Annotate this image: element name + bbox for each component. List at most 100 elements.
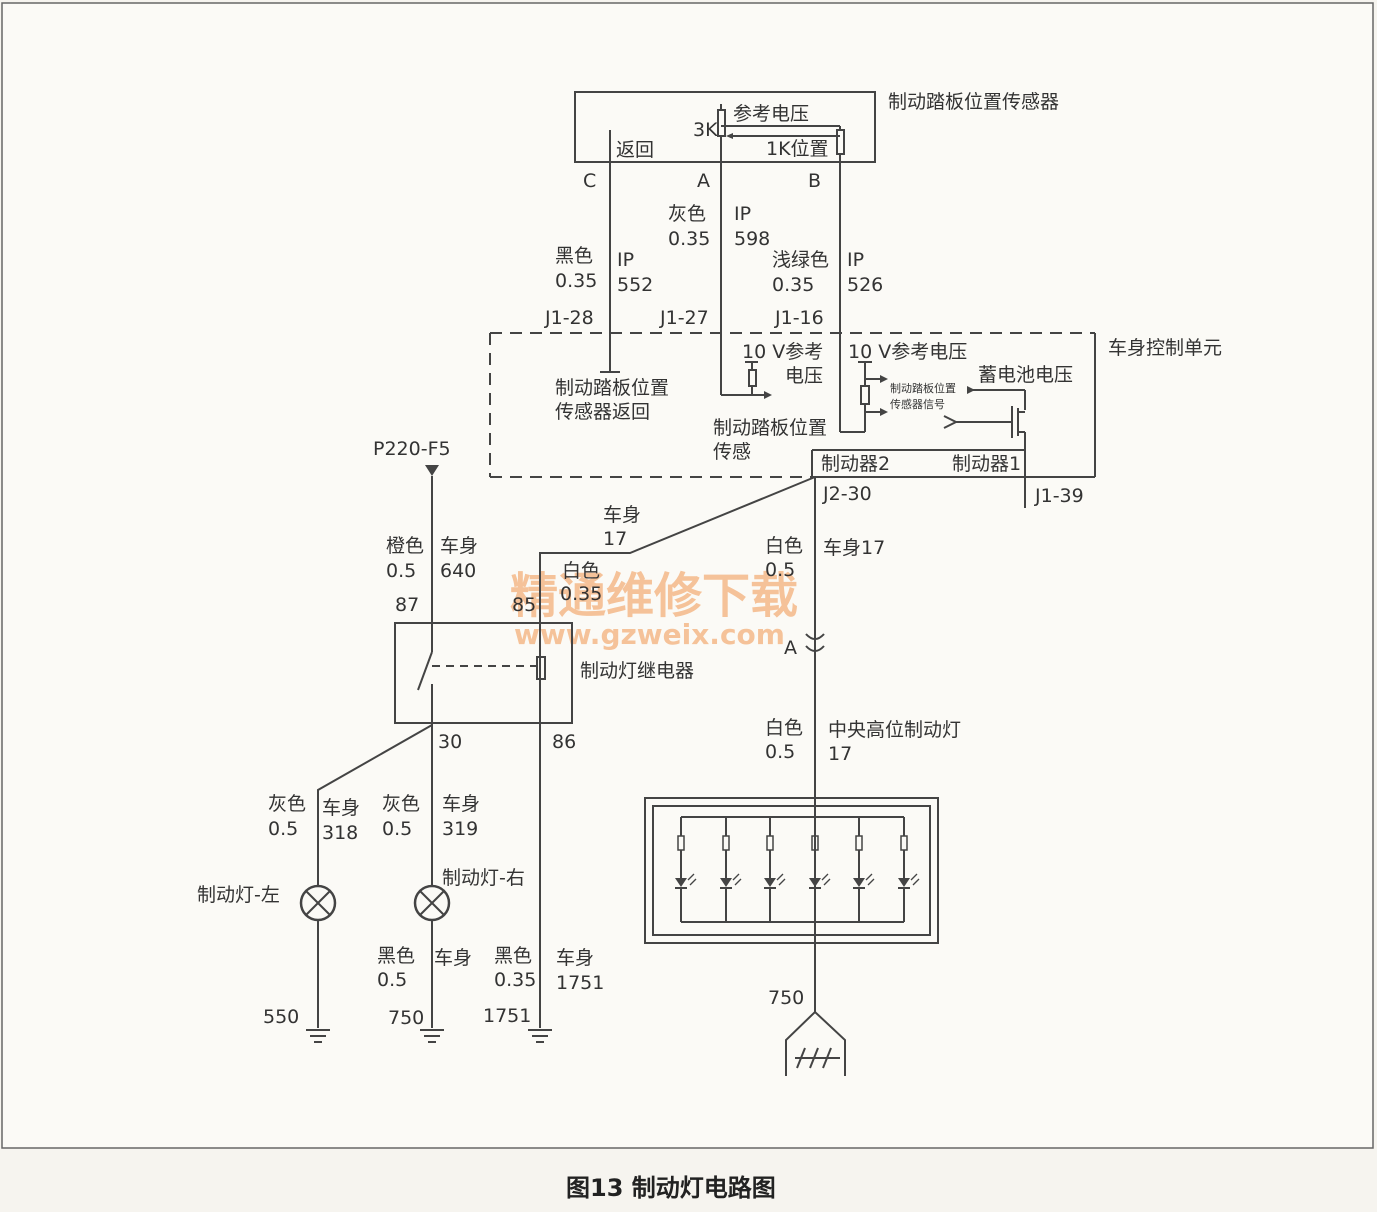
led-icon: [675, 817, 697, 922]
sensor-ref-voltage: 参考电压: [733, 103, 809, 125]
wire-1751-circuit: 车身: [556, 947, 594, 969]
sensor-pin-b: B: [808, 170, 821, 192]
wire-17c-name: 中央高位制动灯: [828, 719, 961, 741]
wire-17a-color: 白色: [562, 560, 600, 582]
relay-pin-30: 30: [438, 731, 462, 753]
wire-17a-size: 0.35: [560, 583, 602, 605]
bcm-brake1: 制动器1: [952, 453, 1021, 475]
bcm-return-label-1: 制动踏板位置: [555, 377, 669, 399]
wire-17b-size: 0.5: [765, 559, 795, 581]
wire-552-number: 552: [617, 274, 653, 296]
bcm-ref10b-label: 10 V参考电压: [848, 341, 967, 363]
led-icon: [720, 817, 742, 922]
connector-a-top: [805, 633, 825, 640]
center-high-mount-stop-lamp: [644, 797, 939, 944]
ground-750-icon: [420, 1029, 444, 1043]
connector-a-label: A: [784, 637, 797, 659]
wire-319-color: 灰色: [382, 793, 420, 815]
sensor-box: [574, 91, 876, 163]
wire-318-number: 318: [322, 822, 358, 844]
wire-318-color: 灰色: [268, 793, 306, 815]
sensor-1k-position: 1K位置: [766, 138, 829, 160]
fuse-label: P220-F5: [373, 438, 451, 460]
wire-1751-size: 0.35: [494, 969, 536, 991]
led-icon: [809, 817, 831, 922]
wire-552-size: 0.35: [555, 270, 597, 292]
bcm-pin-j1-28: J1-28: [544, 307, 594, 329]
brake-lamp-right-label: 制动灯-右: [442, 867, 525, 889]
wire-319-size: 0.5: [382, 818, 412, 840]
sensor-wiper-arrow: [726, 133, 733, 139]
bcm-signal-label-2: 传感器信号: [890, 398, 945, 411]
sensor-name: 制动踏板位置传感器: [888, 91, 1059, 113]
wire-17c-number: 17: [828, 743, 852, 765]
sensor-3k: 3K: [693, 119, 718, 141]
brake-lamp-left-icon: [299, 884, 337, 922]
bcm-signal-label-1: 制动踏板位置: [890, 381, 956, 395]
fuse-arrow-icon: [425, 465, 439, 476]
wire-598-number: 598: [734, 228, 770, 250]
figure-caption: 图13 制动灯电路图: [566, 1174, 776, 1202]
wire-318-circuit: 车身: [322, 797, 360, 819]
wire-318: [317, 724, 433, 885]
sensor-pin-a: A: [697, 170, 710, 192]
wire-1751-color: 黑色: [494, 945, 532, 967]
wire-17c-color: 白色: [765, 717, 803, 739]
bcm-pin-j2-30: J2-30: [822, 483, 872, 505]
bcm-pin-j1-27: J1-27: [659, 307, 709, 329]
bcm-ref10a-label-1: 10 V参考: [742, 341, 823, 363]
wire-640-number: 640: [440, 560, 476, 582]
relay-switch-contact: [417, 651, 433, 691]
wire-598-color: 灰色: [668, 203, 706, 225]
connector-a-bottom: [805, 645, 825, 652]
wire-552-circuit: IP: [617, 249, 634, 271]
bcm-pin-j1-39: J1-39: [1034, 485, 1084, 507]
wire-319-circuit: 车身: [442, 793, 480, 815]
wire-640-circuit: 车身: [440, 535, 478, 557]
wire-319-number: 319: [442, 818, 478, 840]
diagram-frame: [1, 2, 1374, 1149]
wire-640-size: 0.5: [386, 560, 416, 582]
ground-550-icon: [306, 1029, 330, 1043]
ground-750-label: 750: [388, 1007, 424, 1029]
wire-598-circuit: IP: [734, 203, 751, 225]
wire-526-number: 526: [847, 274, 883, 296]
bcm-pin-j1-16: J1-16: [774, 307, 824, 329]
bcm-name: 车身控制单元: [1108, 337, 1222, 359]
relay-coil: [536, 656, 546, 680]
bcm-brake2: 制动器2: [821, 453, 890, 475]
wire-17a-number: 17: [603, 528, 627, 550]
wire-598-size: 0.35: [668, 228, 710, 250]
brake-lamp-left-label: 制动灯-左: [197, 884, 280, 906]
bcm-position-label-1: 制动踏板位置: [713, 417, 827, 439]
relay-pin-85: 85: [512, 594, 536, 616]
wire-17-relay-coil: [539, 476, 816, 1028]
body-control-module: 车身控制单元 J1-28 J1-27 J1-16 制动踏板位置 传感器返回 10…: [489, 307, 1222, 508]
sensor-pin-c: C: [583, 170, 596, 192]
led-icon: [764, 817, 786, 922]
wire-526-circuit: IP: [847, 249, 864, 271]
wire-640-color: 橙色: [386, 535, 424, 557]
wire-17b-color: 白色: [765, 535, 803, 557]
wire-17b-circuit: 车身17: [823, 537, 885, 559]
relay-pin-86: 86: [552, 731, 576, 753]
brake-light-relay: 制动灯继电器: [394, 622, 694, 725]
wire-17a-circuit: 车身: [603, 504, 641, 526]
wire-1751-number: 1751: [556, 972, 604, 994]
bcm-ref10a-label-2: 电压: [785, 365, 823, 387]
wire-750-color: 黑色: [377, 945, 415, 967]
bcm-battery-voltage: 蓄电池电压: [978, 364, 1073, 386]
ground-1751-icon: [528, 1029, 552, 1043]
ground-750b-label: 750: [768, 987, 804, 1009]
relay-name: 制动灯继电器: [580, 660, 694, 682]
sensor-return: 返回: [616, 139, 654, 161]
wire-750-circuit: 车身: [434, 947, 472, 969]
relay-pin-87: 87: [395, 594, 419, 616]
bcm-return-label-2: 传感器返回: [555, 401, 650, 423]
led-icon: [898, 817, 920, 922]
led-icon: [853, 817, 875, 922]
wire-750-size: 0.5: [377, 969, 407, 991]
ground-1751-label: 1751: [483, 1005, 531, 1027]
wire-552-color: 黑色: [555, 245, 593, 267]
